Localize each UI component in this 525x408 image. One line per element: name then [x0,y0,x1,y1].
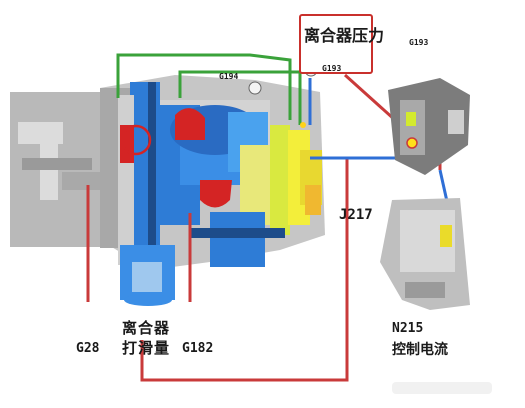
lower-shaft [120,212,285,306]
g182-label: G182 [182,341,214,356]
clutch-slip-label: 离合器打滑量 [122,319,171,357]
clutch-pressure-box [299,14,373,74]
watermark [392,382,492,394]
n215-control-unit [380,198,470,310]
j217-label: J217 [339,207,373,223]
g193-sensor-unit [388,78,470,175]
clutch-pressure-label: 离合器压力 [304,26,385,45]
g194-label: G194 [219,72,239,81]
signal-wires [86,53,452,382]
g193-label: G193 [322,64,342,73]
input-shaft-housing [10,92,112,247]
g28-label: G28 [76,341,100,356]
n215-code-label: N215 [392,321,424,336]
n215-desc-label: 控制电流 [392,342,448,358]
pressure-block [240,125,322,235]
g193-top-label: G193 [409,38,429,47]
